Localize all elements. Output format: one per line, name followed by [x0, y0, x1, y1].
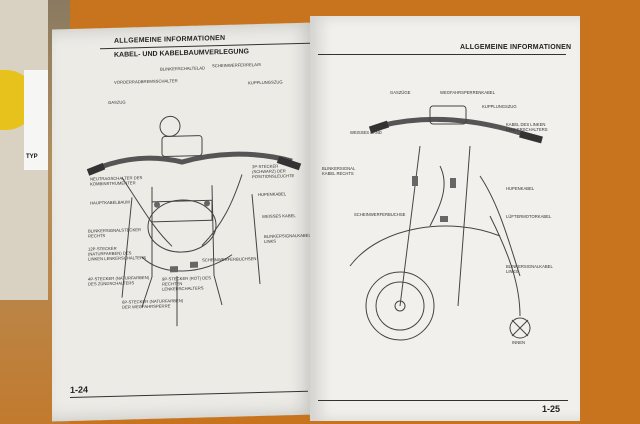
left-page-header: ALLGEMEINE INFORMATIONEN [114, 34, 226, 45]
left-label: 4P-STECKER (NATURFARBEN) DES ZÜNDSCHALTE… [88, 274, 150, 287]
left-label: KUPPLUNGSZUG [248, 79, 283, 86]
underlying-page-tab: TYP [24, 70, 48, 170]
right-label: BLINKERSIGNALKABEL LINKS [506, 264, 553, 274]
left-page: ALLGEMEINE INFORMATIONEN KABEL- UND KABE… [52, 22, 316, 422]
left-label: 3P-STECKER (SCHWARZ) DER POSITIONSLEUCHT… [252, 163, 295, 180]
left-label: GASZUG [108, 99, 126, 105]
right-footer-rule [318, 400, 568, 401]
right-label: SCHEINWERFERBUCHSE [354, 212, 406, 217]
left-label: 6P-STECKER (NATURFARBEN) DER WEGFAHRSPER… [122, 298, 184, 310]
right-label: HUPENKABEL [506, 186, 535, 191]
left-label: 12P-STECKER (NATURFARBEN) DES LINKEN LEN… [88, 245, 146, 262]
open-manual: ALLGEMEINE INFORMATIONEN KABEL- UND KABE… [52, 6, 580, 422]
side-tab-text: TYP [26, 154, 38, 160]
left-label: SCHEINWERFERRELAIS [212, 61, 261, 69]
right-label: WEISSES BAND [350, 130, 382, 135]
right-label: GASZÜGE [390, 90, 411, 95]
right-label: LÜFTERMOTORKABEL [506, 214, 552, 219]
right-label: KABEL DES LINKEN LENKERSCHALTERS [506, 122, 548, 132]
left-footer-rule [70, 390, 308, 398]
left-page-number: 1-24 [70, 384, 89, 395]
handlebar-drawing [86, 115, 302, 327]
front-fork-drawing [349, 105, 543, 341]
right-page: ALLGEMEINE INFORMATIONEN [310, 16, 580, 421]
right-label: INNEN [512, 340, 526, 345]
left-label: BLINKERSIGNALKABEL LINKS [264, 232, 311, 244]
left-label: HUPENKABEL [258, 191, 287, 198]
left-label: BLINKERSCHALTELAD [160, 65, 206, 72]
right-page-number: 1-25 [542, 404, 561, 414]
left-label: BLINKERSIGNALSTECKER RECHTS [88, 227, 142, 239]
left-label: 9P-STECKER (ROT) DES RECHTEN LENKERSCHAL… [162, 275, 211, 292]
left-label: NEUTRAGSCHALTER DES KOMBINSTRUMENTER [90, 175, 143, 187]
left-label: HAUPTKABELBAUM [90, 199, 130, 206]
left-page-subheader: KABEL- UND KABELBAUMVERLEGUNG [114, 48, 249, 59]
right-page-header: ALLGEMEINE INFORMATIONEN [460, 44, 572, 51]
right-label: WEGFAHRSPERRENKABEL [440, 90, 495, 95]
right-label: BLINKERSIGNAL KABEL RECHTS [322, 166, 356, 176]
left-label: WEISSES KABEL [262, 213, 296, 219]
right-header-rule [318, 54, 566, 55]
right-label: KUPPLUNGSZUG [482, 104, 517, 109]
